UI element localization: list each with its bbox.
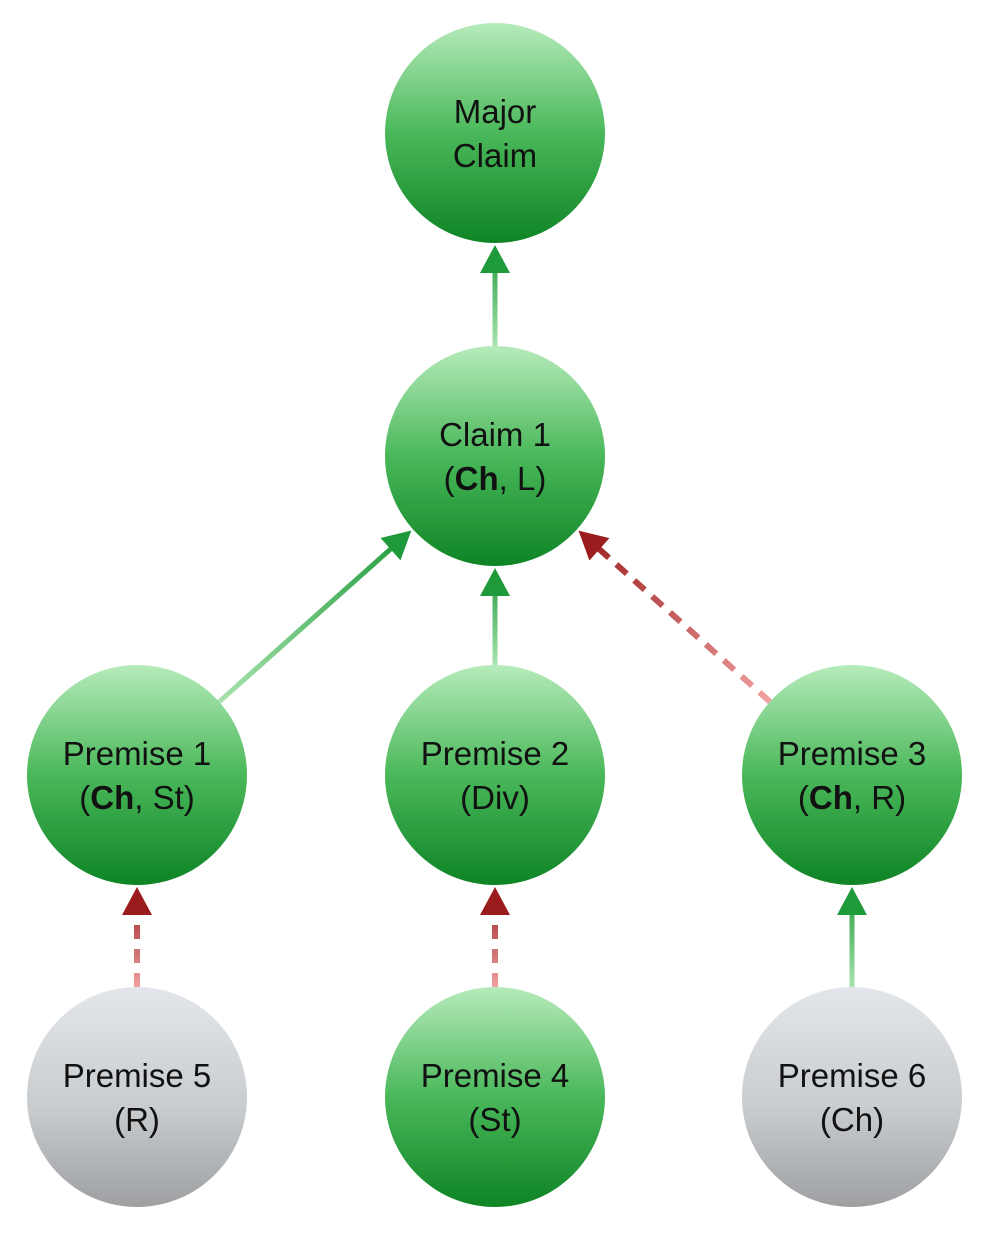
arrowhead-icon bbox=[480, 568, 510, 596]
node-label-segment: ( bbox=[444, 460, 455, 497]
edge-line bbox=[217, 545, 394, 704]
node-label-segment: Claim bbox=[453, 137, 537, 174]
node-circle bbox=[742, 987, 962, 1207]
node-label-segment: , St) bbox=[134, 779, 195, 816]
edge-premise-3-to-claim-1-attack bbox=[578, 530, 772, 704]
node-premise-4: Premise 4 (St) bbox=[385, 987, 605, 1207]
node-circle bbox=[385, 346, 605, 566]
node-circle bbox=[27, 665, 247, 885]
node-circle bbox=[385, 665, 605, 885]
edges-layer bbox=[122, 245, 867, 987]
node-label-bold-segment: Ch bbox=[455, 460, 499, 497]
node-premise-6: Premise 6 (Ch) bbox=[742, 987, 962, 1207]
node-label-line2: Claim bbox=[453, 137, 537, 174]
node-label-line1: Premise 4 bbox=[421, 1057, 570, 1094]
node-circle bbox=[385, 987, 605, 1207]
arrowhead-icon bbox=[578, 530, 610, 561]
node-premise-3: Premise 3 (Ch, R) bbox=[742, 665, 962, 885]
edge-premise-6-to-premise-3-support bbox=[837, 887, 867, 987]
node-label-line1: Premise 3 bbox=[778, 735, 927, 772]
arrowhead-icon bbox=[380, 530, 412, 561]
node-label-line2: (Ch, R) bbox=[798, 779, 906, 816]
node-label-segment: ( bbox=[798, 779, 809, 816]
node-circle bbox=[385, 23, 605, 243]
node-premise-1: Premise 1 (Ch, St) bbox=[27, 665, 247, 885]
node-label-line1: Major bbox=[454, 93, 537, 130]
arrowhead-icon bbox=[480, 887, 510, 915]
node-label-line2: (Ch, St) bbox=[79, 779, 195, 816]
node-label-segment: (St) bbox=[468, 1101, 521, 1138]
node-label-line1: Premise 1 bbox=[63, 735, 212, 772]
node-label-segment: (Ch) bbox=[820, 1101, 884, 1138]
node-premise-2: Premise 2 (Div) bbox=[385, 665, 605, 885]
node-premise-5: Premise 5 (R) bbox=[27, 987, 247, 1207]
node-label-segment: , L) bbox=[499, 460, 547, 497]
node-label-line2: (Div) bbox=[460, 779, 530, 816]
edge-premise-2-to-claim-1-support bbox=[480, 568, 510, 665]
node-label-line1: Premise 2 bbox=[421, 735, 570, 772]
node-label-line1: Premise 5 bbox=[63, 1057, 212, 1094]
node-label-segment: , R) bbox=[853, 779, 906, 816]
node-label-line2: (Ch) bbox=[820, 1101, 884, 1138]
node-label-bold-segment: Ch bbox=[90, 779, 134, 816]
edge-line bbox=[595, 545, 772, 704]
node-circle bbox=[742, 665, 962, 885]
node-label-line1: Premise 6 bbox=[778, 1057, 927, 1094]
edge-premise-1-to-claim-1-support bbox=[217, 530, 412, 704]
node-label-segment: (R) bbox=[114, 1101, 160, 1138]
node-circle bbox=[27, 987, 247, 1207]
node-label-bold-segment: Ch bbox=[809, 779, 853, 816]
edge-premise-4-to-premise-2-attack bbox=[480, 887, 510, 987]
node-claim-1: Claim 1 (Ch, L) bbox=[385, 346, 605, 566]
node-label-segment: ( bbox=[79, 779, 90, 816]
node-label-segment: (Div) bbox=[460, 779, 530, 816]
edge-claim-1-to-major-claim-support bbox=[480, 245, 510, 346]
arrowhead-icon bbox=[122, 887, 152, 915]
node-label-line2: (R) bbox=[114, 1101, 160, 1138]
node-label-line1: Claim 1 bbox=[439, 416, 551, 453]
arrowhead-icon bbox=[480, 245, 510, 273]
node-label-line2: (Ch, L) bbox=[444, 460, 547, 497]
node-label-line2: (St) bbox=[468, 1101, 521, 1138]
arrowhead-icon bbox=[837, 887, 867, 915]
edge-premise-5-to-premise-1-attack bbox=[122, 887, 152, 987]
